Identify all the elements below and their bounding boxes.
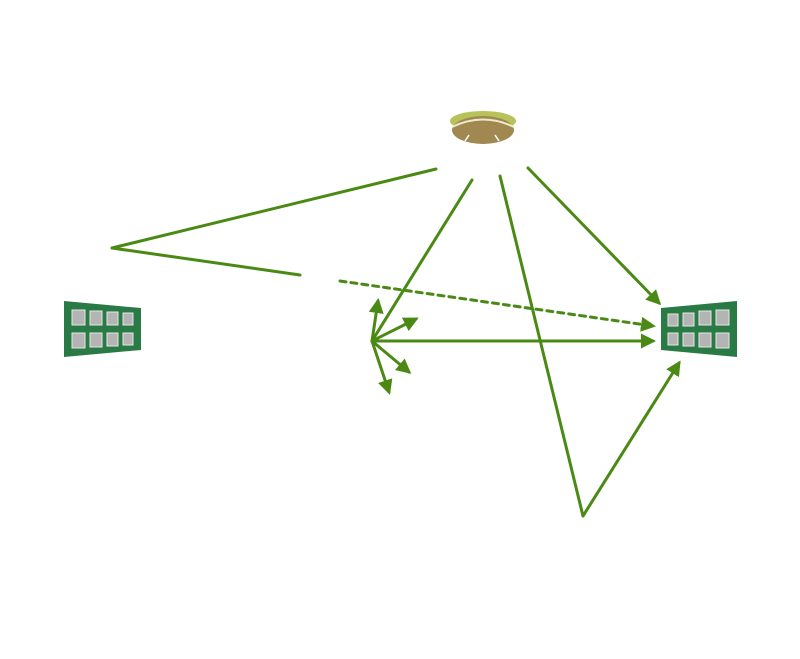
scatter-arrows <box>368 298 419 395</box>
scatter-arrow-up <box>368 298 384 343</box>
panel-cell <box>89 310 103 326</box>
panel-cell <box>698 310 712 326</box>
panel-cell <box>715 332 730 349</box>
panel-cell <box>89 332 103 348</box>
panel-cells <box>71 309 134 349</box>
panel-cells <box>667 309 730 349</box>
ray-floor-bounce-to-right-panel <box>581 360 681 518</box>
panel-array-right <box>661 301 737 357</box>
access-point-mark-right <box>494 134 500 142</box>
ray-ap-to-right-panel <box>526 166 662 306</box>
panel-cell <box>71 332 86 349</box>
panel-cell <box>667 332 679 346</box>
access-point-mark-left <box>464 134 470 142</box>
panel-cell <box>682 312 695 327</box>
access-point-rim <box>451 118 515 128</box>
panel-cell <box>106 332 119 347</box>
panel-cell <box>71 309 86 326</box>
panel-cell <box>715 309 730 326</box>
panel-array-left <box>64 301 141 357</box>
ray-left-reflection-to-middle <box>110 246 302 277</box>
panel-cell <box>698 332 712 348</box>
ray-ap-to-scatter-point <box>370 178 474 343</box>
ray-ap-to-left-reflection <box>110 167 438 250</box>
access-point <box>450 111 516 144</box>
signal-rays <box>110 166 681 518</box>
panel-cell <box>106 311 119 326</box>
panel-cell <box>682 332 695 347</box>
panel-cell <box>122 312 134 326</box>
scatter-arrow-lower-right <box>370 339 412 374</box>
panel-cell <box>122 332 134 346</box>
panel-cell <box>667 313 679 327</box>
ray-dashed-to-right-panel <box>338 279 656 332</box>
scatter-arrow-upper-right <box>370 317 419 343</box>
panel-frame <box>661 301 737 357</box>
scatter-arrow-down <box>370 339 393 395</box>
ray-ap-to-floor-bounce <box>498 174 585 518</box>
panel-frame <box>64 301 141 357</box>
